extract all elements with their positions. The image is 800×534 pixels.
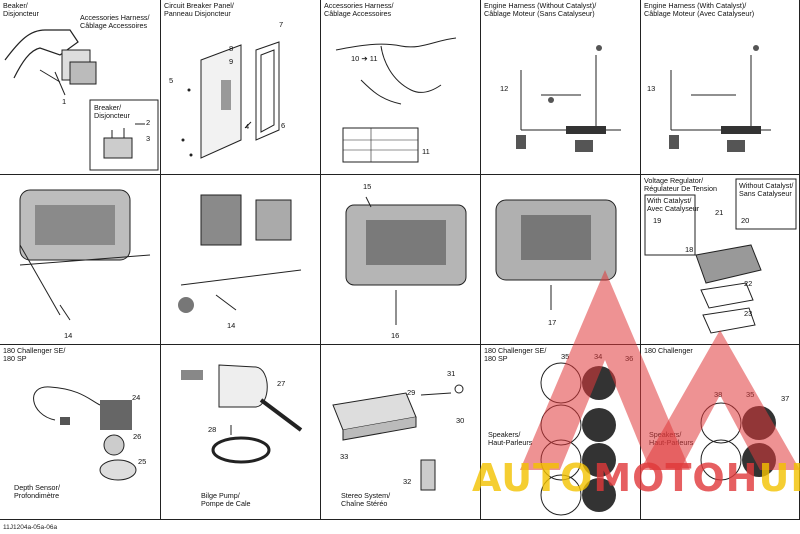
callout-35: 35 <box>746 390 755 399</box>
watermark-text-part: MOTOH <box>593 456 759 500</box>
bilge-pump-drawing <box>181 364 303 464</box>
callout-19: 19 <box>653 216 662 225</box>
bilge-pump-label: Bilge Pump/ Pompe de Cale <box>201 491 251 508</box>
callout-2: 2 <box>146 118 151 127</box>
without-catalyst-label: Without Catalyst/ Sans Catalyseur <box>739 181 794 198</box>
stereo-drawing <box>332 384 464 491</box>
engine-harness-cat-drawing <box>669 45 771 152</box>
callout-6: 6 <box>281 121 286 130</box>
cell-engine-harness-without-catalyst: Engine Harness (Without Catalyst)/ Câbla… <box>481 0 641 175</box>
callout-25: 25 <box>138 457 147 466</box>
cell-engine-view-4: 17 <box>481 175 641 345</box>
drawing-reference: 11J1204a-05a-06a <box>3 524 58 531</box>
speakers-label: Speakers/ Haut-Parleurs <box>488 430 533 447</box>
callout-7: 7 <box>279 20 284 29</box>
callout-29: 29 <box>407 388 416 397</box>
cell-title: Beaker/ Disjoncteur <box>3 1 39 18</box>
cell-stereo-system: Stereo System/ Chaîne Stéréo 29 30 31 32… <box>321 345 481 520</box>
callout-21: 21 <box>715 208 724 217</box>
cell-engine-view-2: 14 <box>161 175 321 345</box>
cell-title: Accessories Harness/ Câblage Accessoires <box>324 1 394 18</box>
callout-14: 14 <box>64 331 73 340</box>
callout-22: 22 <box>744 279 753 288</box>
callout-33: 33 <box>340 452 349 461</box>
callout-26: 26 <box>133 432 142 441</box>
cell-accessories-harness: Accessories Harness/ Câblage Accessoires… <box>321 0 481 175</box>
harness-drawing <box>335 37 457 163</box>
parts-diagram-grid: Beaker/ Disjoncteur Accessories Harness/… <box>0 0 800 520</box>
callout-23: 23 <box>744 309 753 318</box>
depth-sensor-drawing <box>33 386 137 481</box>
depth-sensor-label: Depth Sensor/ Profondimètre <box>14 483 60 500</box>
breaker-inset-label: Breaker/ Disjoncteur <box>94 103 130 120</box>
engine-drawing-4 <box>495 199 617 310</box>
callout-1: 1 <box>62 97 67 106</box>
callout-12: 12 <box>500 84 509 93</box>
callout-27: 27 <box>277 379 286 388</box>
watermark-text-part: UB <box>758 456 800 500</box>
cell-title: 180 Challenger SE/ 180 SP <box>3 346 66 363</box>
callout-10-to-11: 10 ➔ 11 <box>351 54 378 63</box>
callout-28: 28 <box>208 425 217 434</box>
watermark-text: AUTOMOTOHUB <box>472 456 800 500</box>
cell-title: Circuit Breaker Panel/ Panneau Disjoncte… <box>164 1 234 18</box>
callout-16: 16 <box>391 331 400 340</box>
callout-34: 34 <box>594 352 603 361</box>
callout-32: 32 <box>403 477 412 486</box>
callout-14: 14 <box>227 321 236 330</box>
callout-4: 4 <box>245 122 250 131</box>
callout-17: 17 <box>548 318 557 327</box>
cell-depth-sensor: 180 Challenger SE/ 180 SP Depth Sensor/ … <box>0 345 161 520</box>
callout-11: 11 <box>422 147 430 156</box>
callout-8: 8 <box>229 44 234 53</box>
callout-13: 13 <box>647 84 656 93</box>
cell-circuit-breaker-panel: Circuit Breaker Panel/ Panneau Disjoncte… <box>161 0 321 175</box>
battery-drawing <box>178 194 302 313</box>
cell-voltage-regulator: Voltage Regulator/ Régulateur De Tension… <box>641 175 800 345</box>
callout-9: 9 <box>229 57 234 66</box>
cell-bilge-pump: Bilge Pump/ Pompe de Cale 27 28 <box>161 345 321 520</box>
callout-37: 37 <box>781 394 790 403</box>
callout-18: 18 <box>685 245 694 254</box>
callout-31: 31 <box>447 369 456 378</box>
regulator-drawing <box>644 178 797 334</box>
cell-engine-harness-with-catalyst: Engine Harness (With Catalyst)/ Câblage … <box>641 0 800 175</box>
stereo-system-label: Stereo System/ Chaîne Stéréo <box>341 491 391 508</box>
with-catalyst-label: With Catalyst/ Avec Catalyseur <box>647 196 700 213</box>
cell-title: Engine Harness (With Catalyst)/ Câblage … <box>644 1 755 18</box>
cell-title: Engine Harness (Without Catalyst)/ Câbla… <box>484 1 597 18</box>
cell-engine-view-1: 14 <box>0 175 161 345</box>
watermark-text-part: AUTO <box>472 456 594 500</box>
callout-24: 24 <box>132 393 141 402</box>
callout-38: 38 <box>714 390 723 399</box>
cell-title: Voltage Regulator/ Régulateur De Tension <box>644 176 717 193</box>
cell-breaker: Beaker/ Disjoncteur Accessories Harness/… <box>0 0 161 175</box>
callout-5: 5 <box>169 76 174 85</box>
cell-engine-view-3: 15 16 <box>321 175 481 345</box>
callout-20: 20 <box>741 216 750 225</box>
callout-35: 35 <box>561 352 570 361</box>
engine-harness-drawing <box>516 45 621 152</box>
callout-30: 30 <box>456 416 465 425</box>
callout-36: 36 <box>625 354 634 363</box>
engine-drawing-3 <box>345 196 467 325</box>
breaker-drawing <box>4 29 159 171</box>
callout-3: 3 <box>146 134 151 143</box>
engine-drawing <box>19 189 151 321</box>
callout-15: 15 <box>363 182 372 191</box>
panel-drawing <box>181 41 280 159</box>
accessories-harness-label: Accessories Harness/ Câblage Accessoires <box>80 13 150 30</box>
